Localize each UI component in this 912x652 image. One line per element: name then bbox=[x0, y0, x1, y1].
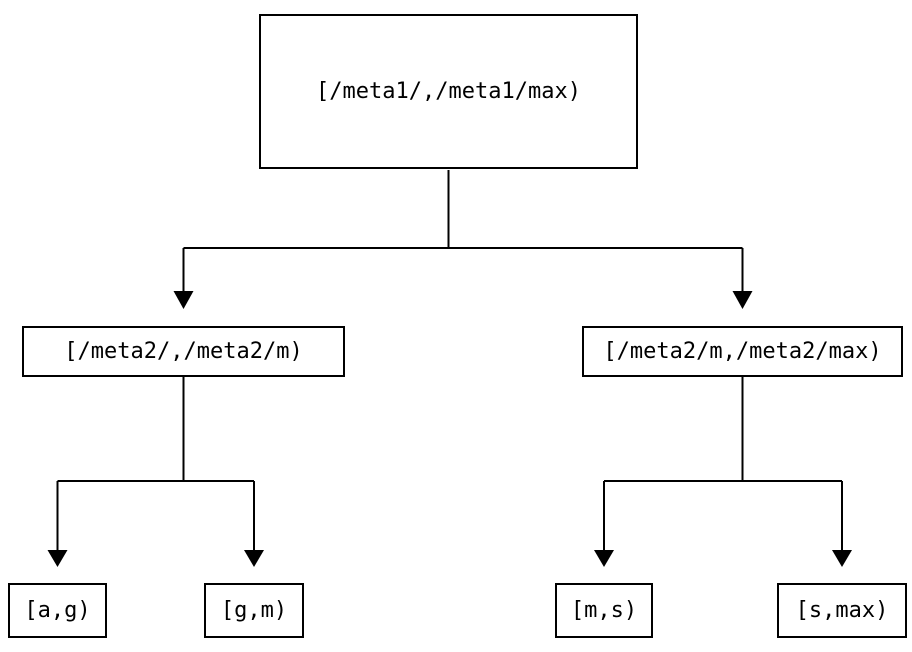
tree-node-meta2-high: [/meta2/m,/meta2/max) bbox=[582, 326, 903, 377]
tree-node-meta2-low: [/meta2/,/meta2/m) bbox=[22, 326, 345, 377]
tree-node-leaf-ag: [a,g) bbox=[8, 583, 107, 638]
arrow-down-icon bbox=[594, 550, 614, 567]
tree-node-leaf-gm: [g,m) bbox=[204, 583, 304, 638]
edge-line bbox=[182, 170, 744, 292]
tree-node-root: [/meta1/,/meta1/max) bbox=[259, 14, 638, 169]
arrow-down-icon bbox=[732, 291, 753, 309]
tree-node-leaf-smax: [s,max) bbox=[777, 583, 907, 638]
edge-line bbox=[603, 377, 843, 550]
arrow-down-icon bbox=[244, 550, 264, 567]
arrow-down-icon bbox=[47, 550, 68, 567]
tree-node-leaf-ms: [m,s) bbox=[555, 583, 653, 638]
arrow-down-icon bbox=[173, 291, 194, 309]
arrow-down-icon bbox=[832, 550, 852, 567]
edge-line bbox=[56, 377, 255, 550]
